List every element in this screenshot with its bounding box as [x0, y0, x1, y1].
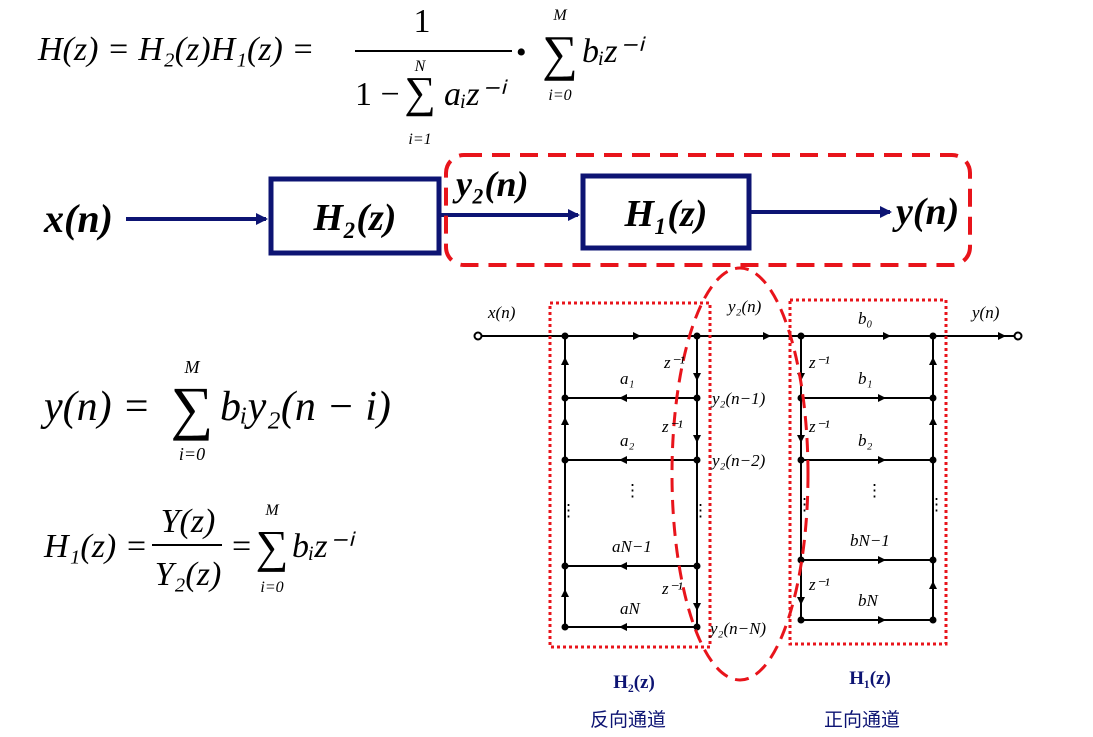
output-sum-bottom: i=0 [179, 444, 205, 464]
h2-caption-text: 反向通道 [590, 709, 666, 731]
flow-mid-label: y₂(n) [726, 297, 762, 316]
h1-sigma: ∑ [256, 521, 289, 572]
delay-label-2: z⁻¹ [661, 417, 683, 436]
h1-region-box [788, 298, 948, 646]
block-input-label: x(n) [43, 196, 113, 241]
block-output-label: y(n) [892, 191, 959, 233]
node [929, 556, 937, 564]
shared-delay-ellipse [670, 266, 810, 682]
tap-label-2: y₂(n−2) [710, 451, 766, 470]
dot-operator: • [516, 36, 527, 69]
transfer-lhs: H(z) = H₂(z)H₁(z) = [37, 31, 314, 68]
flow-nodes [561, 332, 937, 631]
delay-label-5: z⁻¹ [808, 417, 830, 436]
block-middle-label: y₂(n) [452, 164, 529, 204]
block-h1-label: H₁(z) [624, 193, 708, 235]
den-sum-top: N [414, 58, 427, 75]
h1-caption-label: H₁(z) [849, 668, 891, 689]
feedback-label-4: aN−1 [612, 537, 652, 556]
delay-label-6: z⁻¹ [808, 575, 830, 594]
output-sigma: ∑ [171, 375, 214, 441]
delay-label-3: z⁻¹ [661, 579, 683, 598]
h2-region-box [548, 301, 712, 649]
h1-equals: = [232, 528, 251, 565]
node [929, 616, 937, 624]
sum-top: M [552, 7, 568, 24]
feedforward-label-3: b₂ [858, 431, 873, 450]
dots-right-2: ⋮ [928, 495, 945, 514]
den-sum-bottom: i=1 [408, 131, 431, 148]
node [929, 394, 937, 402]
output-equation: y(n) = M ∑ i=0 bᵢy₂(n − i) [40, 357, 391, 464]
block-h2-label: H₂(z) [313, 197, 397, 239]
transfer-equation: H(z) = H₂(z)H₁(z) = 1 1 − N ∑ i=1 aᵢz⁻ⁱ … [37, 3, 647, 148]
block-h2 [268, 176, 442, 256]
feedforward-label-4: ⋮ [866, 481, 883, 500]
output-term: bᵢy₂(n − i) [220, 384, 391, 430]
sum-bottom: i=0 [548, 87, 571, 104]
h2-caption-label: H₂(z) [613, 672, 655, 693]
node [797, 616, 805, 624]
node [693, 623, 701, 631]
feedback-label-3: ⋮ [624, 481, 641, 500]
h1-denominator: Y₂(z) [155, 556, 222, 593]
h1-numerator: Y(z) [161, 503, 216, 540]
output-sum-top: M [184, 357, 201, 377]
transfer-den-one: 1 − [355, 76, 400, 113]
node [561, 394, 569, 402]
sum-term: bᵢz⁻ⁱ [582, 33, 647, 70]
node [693, 332, 701, 340]
block-diagram: x(n) H₂(z) y₂(n) H₁(z) y(n) [43, 153, 972, 267]
tap-label-1: y₂(n−1) [710, 389, 766, 408]
flow-input-label: x(n) [487, 303, 516, 322]
feedback-label-5: aN [620, 599, 642, 618]
node [693, 456, 701, 464]
node [797, 556, 805, 564]
node [561, 456, 569, 464]
h1-lhs: H₁(z) = [43, 528, 148, 565]
signal-flow-graph [473, 266, 1023, 682]
h1-caption-text: 正向通道 [824, 709, 900, 731]
delay-label-4: z⁻¹ [808, 353, 830, 372]
captions: H₂(z) 反向通道 H₁(z) 正向通道 [590, 668, 900, 731]
dots-left-1: ⋮ [560, 501, 577, 520]
output-lhs: y(n) = [40, 384, 150, 430]
feedforward-label-5: bN−1 [850, 531, 890, 550]
dots-left-2: ⋮ [692, 501, 709, 520]
h1-term: bᵢz⁻ⁱ [292, 528, 357, 565]
transfer-numerator: 1 [414, 3, 431, 40]
node [797, 456, 805, 464]
output-terminal [1013, 331, 1023, 341]
den-sigma: ∑ [404, 68, 435, 117]
feedforward-label-6: bN [858, 591, 880, 610]
flow-output-label: y(n) [970, 303, 1000, 322]
node [693, 394, 701, 402]
feedback-label-2: a₂ [620, 431, 635, 450]
den-term: aᵢz⁻ⁱ [444, 76, 509, 113]
h1-sum-bottom: i=0 [260, 579, 283, 596]
feedforward-label-2: b₁ [858, 369, 872, 388]
node [561, 332, 569, 340]
delay-label-1: z⁻¹ [663, 353, 685, 372]
input-terminal [473, 331, 483, 341]
h1-equation: H₁(z) = Y(z) Y₂(z) = M ∑ i=0 bᵢz⁻ⁱ [43, 502, 357, 596]
sigma: ∑ [542, 25, 578, 81]
node [561, 562, 569, 570]
feedback-label-1: a₁ [620, 369, 634, 388]
node [929, 456, 937, 464]
node [561, 623, 569, 631]
node [693, 562, 701, 570]
h1-sum-top: M [264, 502, 280, 519]
node [929, 332, 937, 340]
dots-right-1: ⋮ [796, 495, 813, 514]
flow-labels: x(n) y(n) y₂(n) z⁻¹ z⁻¹ z⁻¹ z⁻¹ z⁻¹ z⁻¹ … [487, 297, 1000, 638]
feedforward-label-1: b₀ [858, 309, 873, 328]
node [797, 332, 805, 340]
tap-label-3: y₂(n−N) [708, 619, 766, 638]
